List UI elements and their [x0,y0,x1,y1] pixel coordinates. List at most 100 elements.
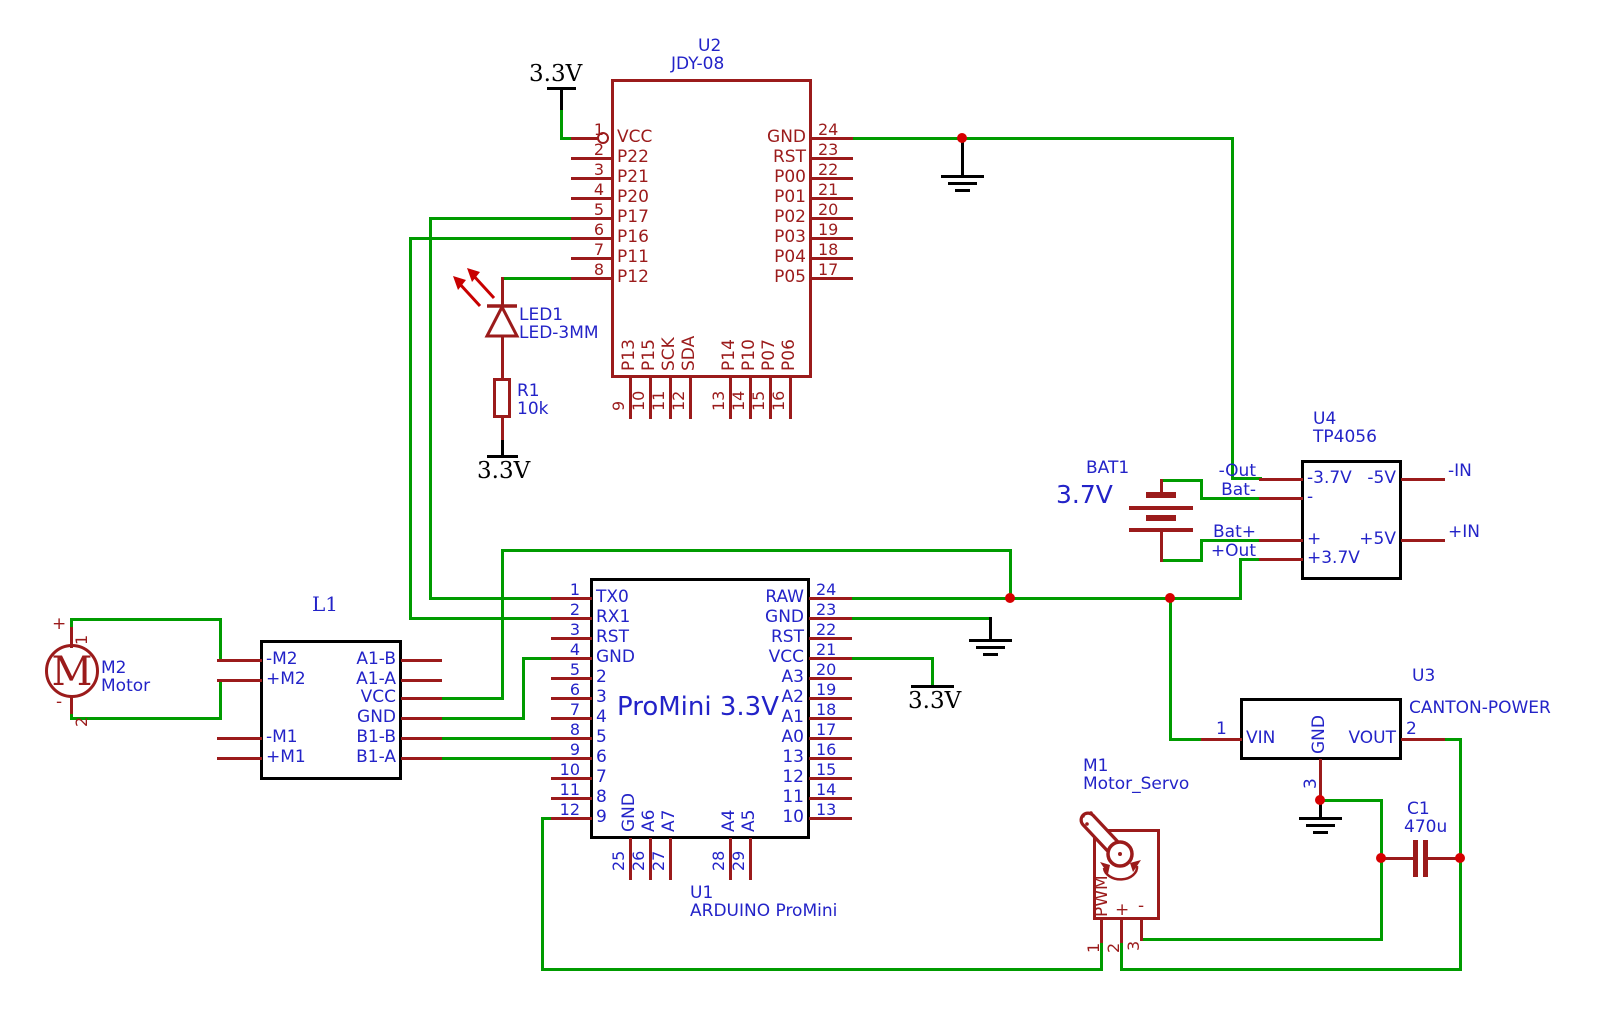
symbol-line [560,88,563,110]
battery-ref: BAT1 [1086,458,1130,478]
pin-stub [789,377,792,419]
pin-stub [551,777,592,780]
u2-pin-name: P22 [617,147,649,167]
servo-pin-name: PWM [1092,875,1112,917]
wire [849,657,934,660]
pin-stub [551,657,592,660]
wire [219,679,222,720]
servo-pin-name: + [1115,900,1130,920]
u4-pin-label-outside: -Out [1218,461,1256,481]
motor-ref: M2 [101,658,127,678]
capacitor-plate [1413,840,1418,877]
wire [1231,477,1262,480]
pin-stub [217,737,262,740]
wire [1200,539,1203,562]
u1-pin-name: RST [771,627,804,647]
u1-pin-number: 10 [559,760,580,779]
u2-pin-name: P06 [779,339,799,371]
pin-stub [401,717,442,720]
pin-stub [571,137,599,140]
u4-pin-label-inside: +5V [1359,529,1396,549]
u2-pin-number: 22 [818,160,839,179]
l1-pin-name: -M2 [266,649,298,669]
pin-stub [571,237,613,240]
ground-icon [976,646,1005,649]
motor-pin-name: + [52,614,67,634]
l1-pin-name: A1-B [356,649,396,669]
pin-stub [811,277,853,280]
l1-pin-name: +M2 [266,669,306,689]
pin-stub [551,817,592,820]
u1-pin-number: 25 [609,850,628,871]
pin-stub [571,217,613,220]
pin-stub [1259,497,1303,500]
ground-icon [1306,824,1335,827]
u2-pin-name: P05 [774,267,806,287]
servo-pin-number: 3 [1124,940,1143,951]
pin-stub [1160,479,1163,496]
u2-pin-name: P03 [774,227,806,247]
u1-pin-name: 11 [782,787,804,807]
wire [1160,559,1203,562]
u1-pin-name: 5 [596,727,607,747]
u2-pin-number: 4 [593,180,604,199]
junction-dot [1455,853,1465,863]
u4-part: TP4056 [1313,427,1377,447]
servo-horn-icon [1079,811,1141,881]
u3-pin-number: 2 [1406,719,1417,739]
wire [70,711,73,720]
u4-pin-label-inside: +3.7V [1307,548,1360,568]
u1-pin-name: 2 [596,667,607,687]
wire [560,107,563,140]
capacitor-value: 470u [1404,817,1448,837]
wire [522,657,554,660]
power-33v-label: 3.3V [908,688,962,714]
pin-stub [571,197,613,200]
u2-pin-number: 9 [609,400,628,411]
u4-ref: U4 [1313,409,1337,429]
servo-part: Motor_Servo [1083,774,1190,794]
ground-icon [1299,817,1342,820]
symbol-line [1319,799,1322,820]
u2-pin-name: SDA [679,335,699,371]
u1-pin-name: A0 [781,727,804,747]
u1-pin-number: 7 [569,700,580,719]
u2-pin-name: GND [767,127,806,147]
junction-dot [957,133,967,143]
symbol-line [989,617,992,642]
pin-stub [809,777,852,780]
u2-pin-number: 3 [593,160,604,179]
u1-pin-number: 6 [569,680,580,699]
u1-pin-number: 27 [649,850,668,871]
u2-pin-number: 15 [749,390,768,411]
wire [1231,137,1234,480]
u2-pin-number: 20 [818,200,839,219]
pin-stub [401,697,442,700]
u1-center-label: ProMini 3.3V [617,692,780,722]
u3-pin-number: 1 [1216,719,1227,739]
u1-pin-name: A3 [781,667,804,687]
pin-stub [551,737,592,740]
u1-pin-name: A7 [659,809,679,832]
u1-pin-number: 15 [816,760,837,779]
pin-stub [629,377,632,419]
pin-stub [571,257,613,260]
u1-pin-name: 10 [782,807,804,827]
wire [439,737,554,740]
u1-pin-number: 3 [569,620,580,639]
u4-pin-label-outside: +IN [1448,522,1480,542]
pin-stub [551,617,592,620]
pin-stub [689,377,692,419]
u1-pin-name: TX0 [596,587,629,607]
pin-stub [811,237,853,240]
u1-pin-name: GND [765,607,804,627]
wire [439,697,504,700]
u2-pin-number: 17 [818,260,839,279]
power-33v-label: 3.3V [529,61,583,87]
wire [429,217,574,220]
pin-stub [669,838,672,880]
wire [931,657,934,686]
pin-stub [1259,539,1303,542]
u1-pin-name: GND [619,793,639,832]
u1-pin-name: 8 [596,787,607,807]
